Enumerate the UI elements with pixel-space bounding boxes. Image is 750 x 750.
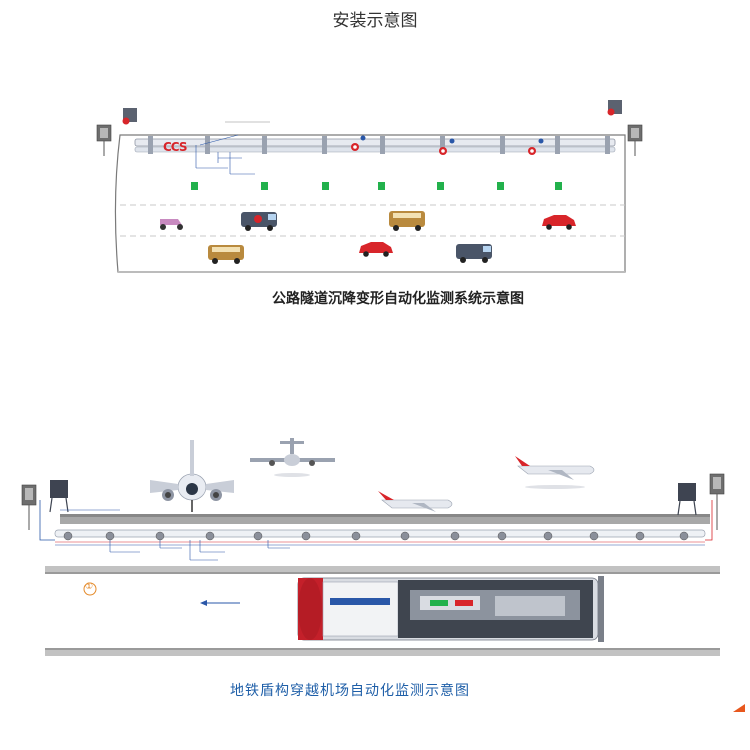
marker-number: ① bbox=[85, 582, 94, 592]
tunnel-outline bbox=[114, 134, 626, 273]
airplane-front bbox=[150, 440, 234, 512]
left-cabinets bbox=[21, 480, 69, 541]
corner-accent bbox=[733, 704, 745, 712]
metro-caption: 地铁盾构穿越机场自动化监测示意图 bbox=[230, 683, 470, 699]
runway-surface bbox=[60, 514, 710, 524]
ccs-logo: CCS bbox=[163, 140, 188, 154]
pipe-nodes bbox=[63, 531, 689, 541]
road-surface bbox=[120, 204, 625, 237]
ground-layer-upper bbox=[45, 566, 720, 574]
right-cabinets bbox=[677, 473, 725, 541]
shield-machine bbox=[297, 576, 604, 642]
monitoring-pipe bbox=[54, 529, 706, 546]
left-cabinet bbox=[96, 108, 137, 156]
bus-1 bbox=[389, 211, 425, 231]
van-2 bbox=[456, 244, 492, 263]
metro-annotations bbox=[60, 509, 290, 561]
airplane-right bbox=[515, 456, 595, 489]
green-signs bbox=[191, 182, 562, 190]
tunnel-caption: 公路隧道沉降变形自动化监测系统示意图 bbox=[272, 291, 524, 307]
airplane-turboprop bbox=[250, 438, 335, 477]
ground-layer-lower bbox=[45, 648, 720, 656]
bus-2 bbox=[208, 245, 244, 264]
right-cabinet bbox=[607, 100, 643, 156]
van-1 bbox=[241, 212, 277, 231]
airplane-middle bbox=[378, 491, 453, 512]
scooter bbox=[160, 219, 183, 230]
page-title: 安装示意图 bbox=[332, 11, 418, 31]
annotation-lines bbox=[195, 121, 270, 175]
target-markers bbox=[351, 135, 544, 155]
sensor-nodes bbox=[148, 136, 610, 154]
marker-circle bbox=[83, 582, 97, 596]
car-red-2 bbox=[359, 242, 393, 257]
direction-arrow bbox=[200, 600, 240, 606]
sensor-rail bbox=[134, 138, 616, 153]
car-red-1 bbox=[542, 215, 576, 230]
